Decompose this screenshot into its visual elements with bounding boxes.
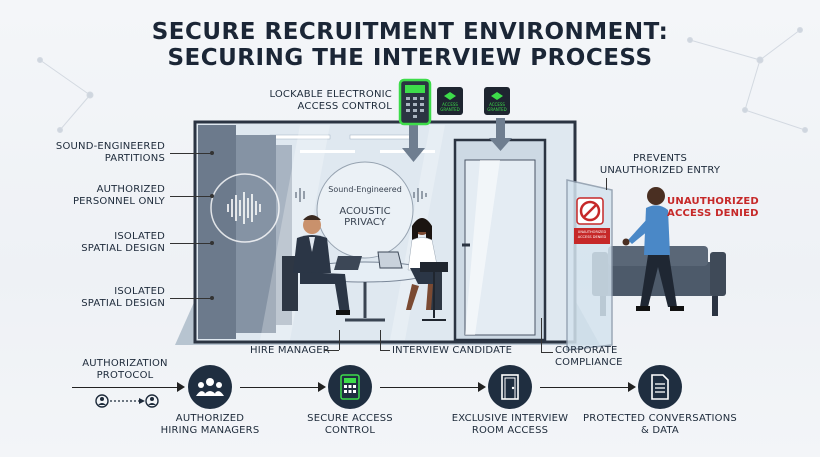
lockable-access-label: LOCKABLE ELECTRONIC ACCESS CONTROL (269, 89, 392, 112)
sound-partitions-label: SOUND-ENGINEERED PARTITIONS (55, 141, 165, 164)
door-icon (501, 374, 519, 400)
sound-panel-left (198, 125, 236, 339)
acoustic-privacy-label: ACOUSTIC PRIVACY (339, 206, 391, 228)
step-circle-2 (328, 365, 372, 409)
down-arrow-right-icon (489, 118, 512, 151)
access-badge-1 (437, 87, 463, 115)
access-badge-2 (484, 87, 510, 115)
unauthorized-person-figure (622, 187, 684, 311)
user-to-user-icon (95, 394, 159, 408)
step-label-3: EXCLUSIVE INTERVIEW ROOM ACCESS (451, 413, 569, 436)
step-circle-4 (638, 365, 682, 409)
isolated-spatial-label-2: ISOLATED SPATIAL DESIGN (81, 286, 165, 309)
people-icon (196, 378, 224, 396)
hire-manager-figure (282, 215, 350, 315)
isolated-spatial-label-1: ISOLATED SPATIAL DESIGN (81, 231, 165, 254)
authorization-protocol-label: AUTHORIZATION PROTOCOL (82, 358, 168, 381)
interview-candidate-figure (406, 218, 442, 310)
page-title-line-2: SECURING THE INTERVIEW PROCESS (167, 45, 653, 71)
door-sign-text: UNAUTHORIZED ACCESS DENIED (577, 230, 607, 239)
hire-manager-label: HIRE MANAGER (250, 345, 330, 356)
electronic-keypad-icon (398, 78, 432, 126)
down-arrow-left-icon (402, 125, 425, 162)
prevents-entry-label: PREVENTS UNAUTHORIZED ENTRY (599, 153, 721, 176)
step-label-4: PROTECTED CONVERSATIONS & DATA (583, 413, 737, 436)
document-icon (651, 374, 669, 400)
acoustic-top-label: Sound-Engineered (328, 185, 402, 194)
unauthorized-access-denied-label: UNAUTHORIZED ACCESS DENIED (667, 196, 759, 219)
badge2-text-1: ACCESS (489, 102, 505, 107)
keypad-icon (340, 374, 360, 400)
acoustic-wave-icon (295, 188, 427, 202)
badge1-text-2: GRANTED (440, 107, 460, 112)
step-circle-1 (188, 365, 232, 409)
step-label-1: AUTHORIZED HIRING MANAGERS (160, 413, 260, 436)
sound-panel-mid (236, 135, 276, 333)
corporate-compliance-label: CORPORATE COMPLIANCE (555, 345, 623, 368)
badge2-text-2: GRANTED (487, 107, 507, 112)
step-circle-3 (488, 365, 532, 409)
badge1-text-1: ACCESS (442, 102, 458, 107)
soundwave-icon (227, 192, 261, 224)
authorized-personnel-label: AUTHORIZED PERSONNEL ONLY (72, 184, 165, 207)
page-title-line-1: SECURE RECRUITMENT ENVIRONMENT: (151, 19, 669, 45)
prohibited-icon (579, 200, 601, 222)
interview-candidate-label: INTERVIEW CANDIDATE (392, 345, 513, 356)
step-label-2: SECURE ACCESS CONTROL (307, 413, 393, 436)
